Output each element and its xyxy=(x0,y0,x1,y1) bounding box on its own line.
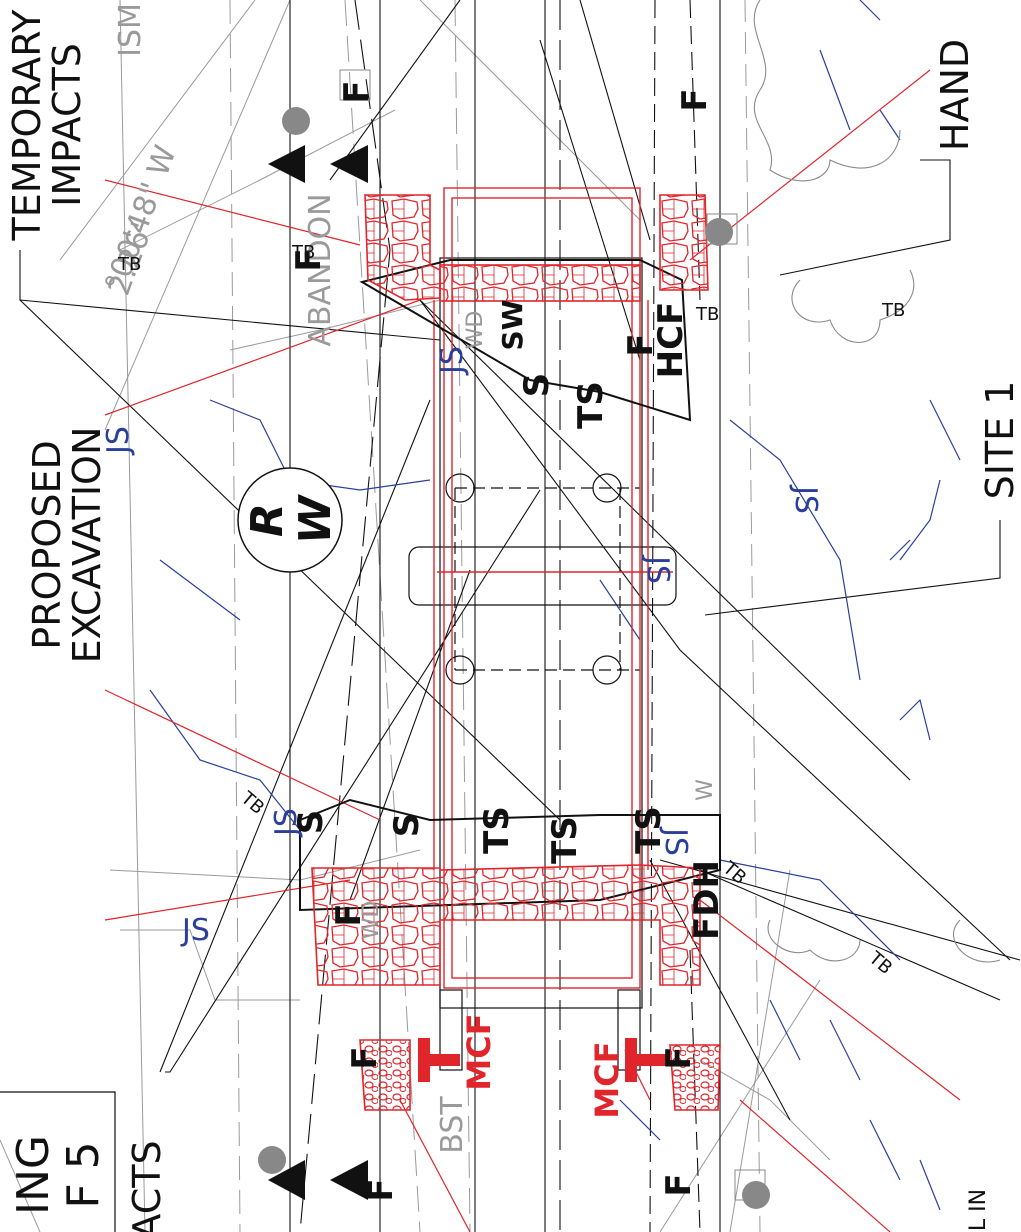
js-label: JS xyxy=(180,913,210,948)
js-label: JS xyxy=(788,484,823,514)
row-marker-letter-r: R xyxy=(242,503,293,537)
riprap-areas xyxy=(311,194,721,1111)
f-label: F xyxy=(289,248,329,271)
f-label: F xyxy=(337,80,377,103)
mcf-labels: MCF MCF xyxy=(460,1013,626,1118)
f-label: F xyxy=(621,333,661,356)
ts-label: TS xyxy=(571,381,611,429)
mcf-label-upper: MCF xyxy=(460,1013,498,1090)
proposed-excavation-label-line2: EXCAVATION xyxy=(65,427,109,664)
silt-fence-symbol xyxy=(430,1054,460,1066)
survey-marker xyxy=(282,107,310,135)
f-label: F xyxy=(345,1046,385,1069)
temporary-impacts-label-line1: TEMPORARY xyxy=(5,9,49,242)
survey-marker xyxy=(705,218,733,246)
road-name-label: ABANDON xyxy=(303,193,338,346)
tb-label: TB xyxy=(291,242,315,263)
annotation-text: TEMPORARY IMPACTS PROPOSED EXCAVATION HA… xyxy=(5,9,1021,1232)
js-label: JS xyxy=(269,808,304,838)
row-marker: R W xyxy=(237,467,343,573)
triangle-marker xyxy=(330,145,368,183)
survey-marker xyxy=(742,1181,770,1209)
red-linework xyxy=(104,69,961,1232)
js-label: JS xyxy=(435,346,470,376)
s-label: S xyxy=(291,810,331,835)
f-label: F xyxy=(361,1178,401,1201)
mcf-label-lower: MCF xyxy=(588,1041,626,1118)
ism-label: ISM xyxy=(113,3,148,57)
sheet-label-partial-1: ING xyxy=(8,1135,59,1215)
code-labels: F F F F F F F F F S S S TS TS TS TS HCF … xyxy=(289,80,727,1201)
f-label: F xyxy=(675,88,715,111)
f-label: F xyxy=(329,903,369,926)
triangle-marker xyxy=(268,1160,305,1200)
sw-label: SW xyxy=(496,299,529,350)
wd-label: WD xyxy=(463,311,488,350)
tree-outlines xyxy=(753,0,1001,963)
minor-code-labels: WD W WD xyxy=(359,311,718,940)
js-label: JS xyxy=(101,426,136,456)
hcf-label: HCF xyxy=(651,302,691,379)
js-label: JS xyxy=(640,554,675,584)
bst-label: BST xyxy=(435,1096,470,1154)
js-labels: JS JS JS JS JS JS JS xyxy=(101,346,823,948)
w-label: W xyxy=(693,779,718,801)
silt-fence-symbols xyxy=(418,1038,667,1082)
leader-lines xyxy=(19,0,1021,1121)
tb-label: TB xyxy=(117,254,141,275)
fdh-label: FDH xyxy=(687,860,727,940)
s-label: S xyxy=(517,373,557,398)
triangle-marker xyxy=(268,145,305,183)
wd-label: WD xyxy=(359,901,384,940)
impacts-label-partial: ACTS xyxy=(125,1140,169,1232)
triangle-markers xyxy=(268,145,368,1200)
silt-fence-symbol xyxy=(625,1038,637,1082)
note-label-partial: L IN xyxy=(966,1189,991,1231)
site-label: SITE 1 xyxy=(978,381,1021,500)
survey-marker xyxy=(258,1146,286,1174)
hand-label: HAND xyxy=(933,39,977,151)
box-markers xyxy=(339,69,766,1201)
row-marker-letter-w: W xyxy=(290,493,341,544)
ts-label: TS xyxy=(477,806,517,854)
proposed-excavation-label-line1: PROPOSED xyxy=(25,440,69,649)
f-label: F xyxy=(659,1173,699,1196)
survey-markers xyxy=(258,107,770,1209)
sheet-frame xyxy=(0,1091,116,1232)
temporary-impacts-label-line2: IMPACTS xyxy=(45,43,89,207)
ts-label: TS xyxy=(545,816,585,864)
tb-label: TB xyxy=(881,300,905,321)
bridge-deck xyxy=(408,257,677,1071)
tb-label: TB xyxy=(695,304,719,325)
s-label: S xyxy=(387,813,427,838)
silt-fence-symbol xyxy=(418,1038,430,1082)
js-label: JS xyxy=(658,826,693,856)
blue-linework xyxy=(149,0,961,1211)
bridge-outline-red xyxy=(433,187,673,989)
sheet-label-partial-2: F 5 xyxy=(58,1141,109,1208)
silt-fence-symbol xyxy=(637,1054,667,1066)
f-label: F xyxy=(659,1046,699,1069)
triangle-marker xyxy=(330,1160,368,1200)
ts-label: TS xyxy=(629,806,669,854)
